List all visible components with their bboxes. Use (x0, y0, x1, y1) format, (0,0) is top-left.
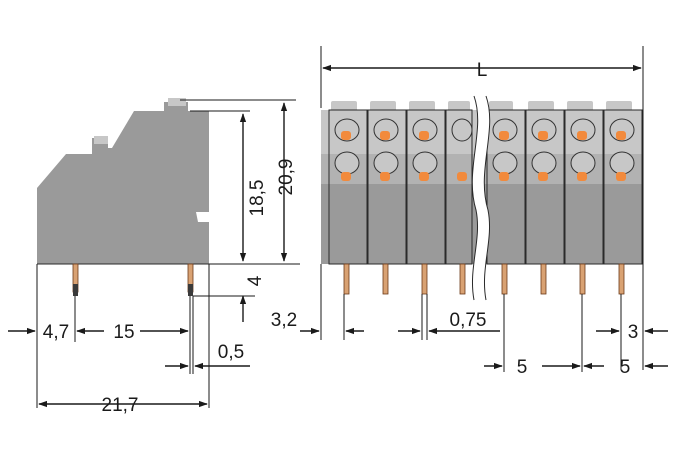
dim-pin-length: 4 (245, 275, 266, 286)
module (445, 101, 473, 295)
front-view: L 3,2 0,75 3 5 5 (271, 46, 668, 378)
dim-length: L (477, 60, 488, 81)
side-latch-top (168, 98, 186, 106)
dim-right-offset: 3 (628, 322, 639, 343)
dim-depth: 21,7 (102, 395, 139, 416)
dim-pin-pitch: 15 (113, 322, 134, 343)
dim-pin-thickness: 0,75 (450, 310, 487, 331)
dim-pitch-a: 5 (517, 357, 528, 378)
module (406, 101, 446, 295)
side-view: 18,5 20,9 4 4,7 15 0,5 21,7 (8, 98, 300, 416)
dim-offset-left: 4,7 (43, 322, 69, 343)
module (367, 101, 407, 295)
module (564, 101, 604, 295)
module (328, 101, 368, 295)
break-gap (472, 96, 490, 300)
dim-height-upper: 18,5 (247, 180, 268, 217)
module (486, 101, 526, 295)
front-modules (328, 101, 643, 295)
dim-edge-offset: 3,2 (271, 310, 297, 331)
dim-pin-width: 0,5 (218, 342, 244, 363)
dim-pitch-b: 5 (620, 357, 631, 378)
module (525, 101, 565, 295)
dim-height-total: 20,9 (276, 159, 297, 196)
side-latch-mid (94, 136, 108, 144)
side-housing (37, 102, 209, 264)
